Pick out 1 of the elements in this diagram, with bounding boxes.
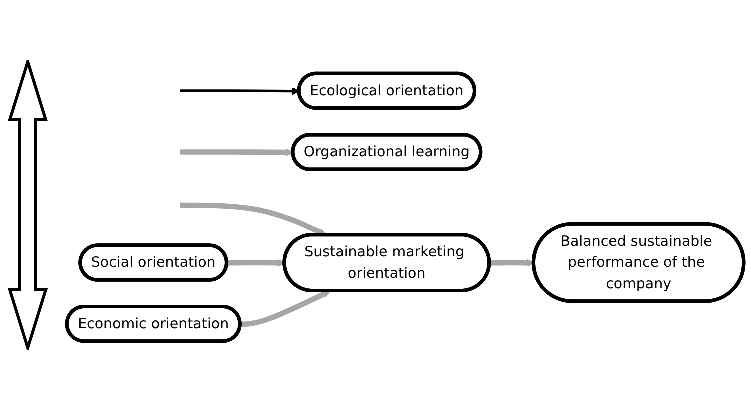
arrow (240, 290, 331, 328)
